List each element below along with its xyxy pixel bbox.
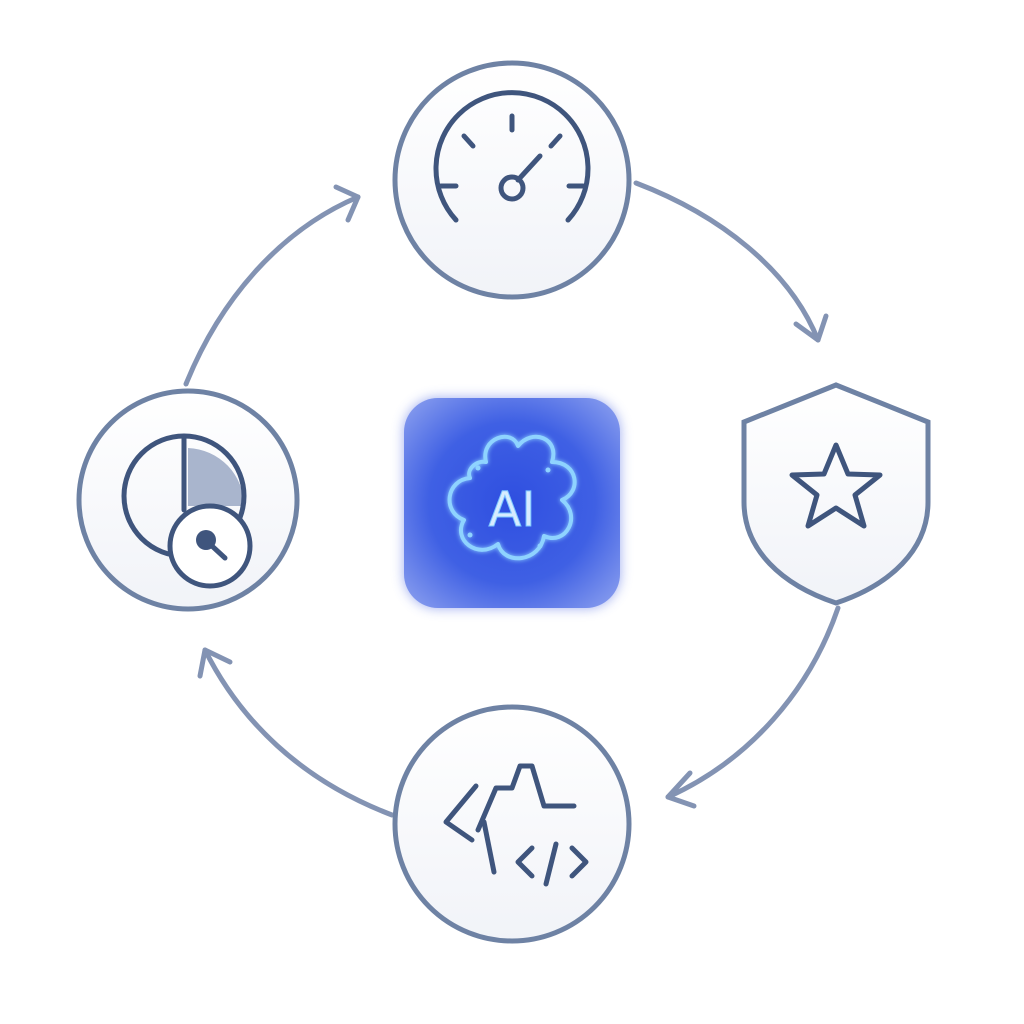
speedometer-icon: [433, 90, 591, 223]
connector-analytics-to-performance: [183, 194, 361, 387]
node-code-circle: [392, 704, 632, 944]
center-tile: [404, 398, 620, 608]
code-waveform-icon: [443, 763, 589, 887]
connector-performance-to-quality: [633, 180, 821, 343]
connectors: [183, 180, 841, 818]
connector-quality-to-code: [665, 605, 841, 800]
arrowhead-to-performance: [333, 184, 361, 223]
center-ai-label: AI: [489, 482, 536, 538]
node-analytics[interactable]: [76, 388, 300, 612]
shield-shape: [741, 382, 931, 606]
node-performance[interactable]: [392, 60, 632, 300]
arrowhead-to-code: [665, 770, 697, 809]
connector-code-to-analytics: [202, 647, 395, 818]
arrowhead-to-quality: [793, 313, 829, 343]
center-ai-tile[interactable]: AI: [404, 398, 620, 608]
node-code[interactable]: [392, 704, 632, 944]
pie-chart-search-icon: [121, 433, 253, 589]
arrowhead-to-analytics: [197, 647, 233, 679]
star-icon: [789, 442, 883, 529]
node-quality[interactable]: [741, 382, 931, 606]
brain-cloud-icon: [447, 434, 577, 561]
node-performance-circle: [392, 60, 632, 300]
